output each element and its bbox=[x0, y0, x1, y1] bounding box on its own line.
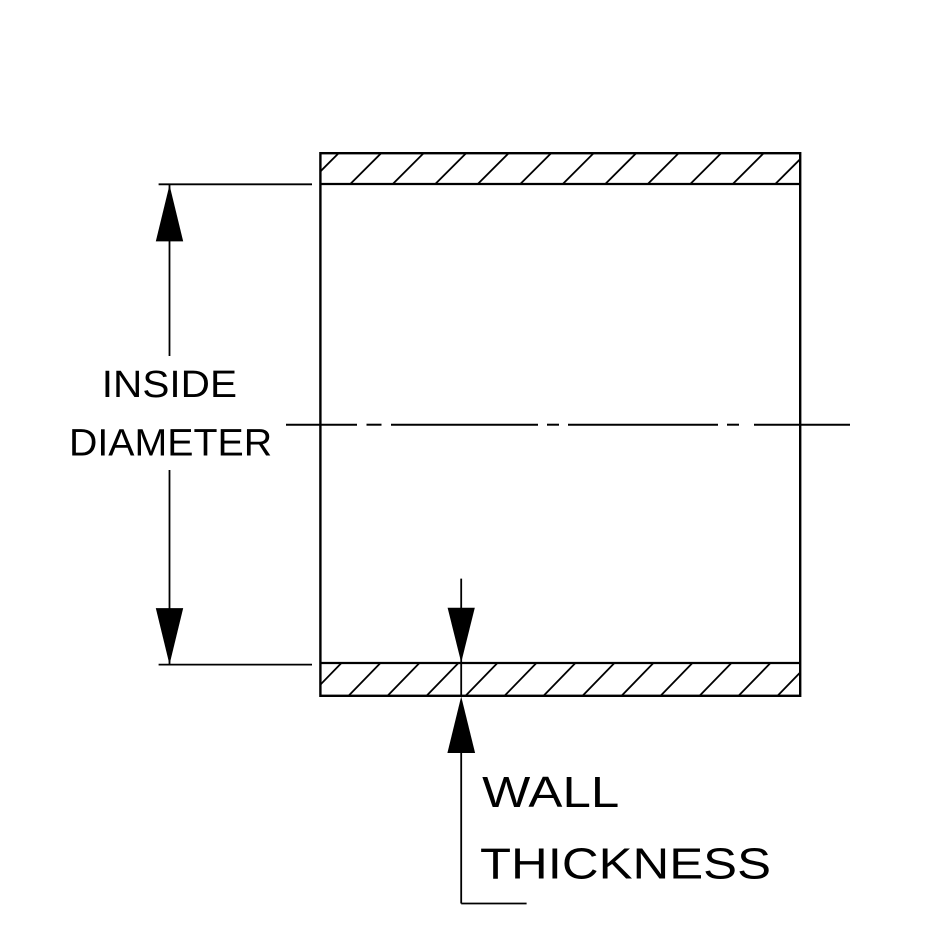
svg-text:INSIDE: INSIDE bbox=[102, 364, 237, 406]
svg-text:WALL: WALL bbox=[482, 768, 619, 817]
svg-text:THICKNESS: THICKNESS bbox=[480, 840, 771, 889]
svg-text:DIAMETER: DIAMETER bbox=[69, 423, 272, 465]
